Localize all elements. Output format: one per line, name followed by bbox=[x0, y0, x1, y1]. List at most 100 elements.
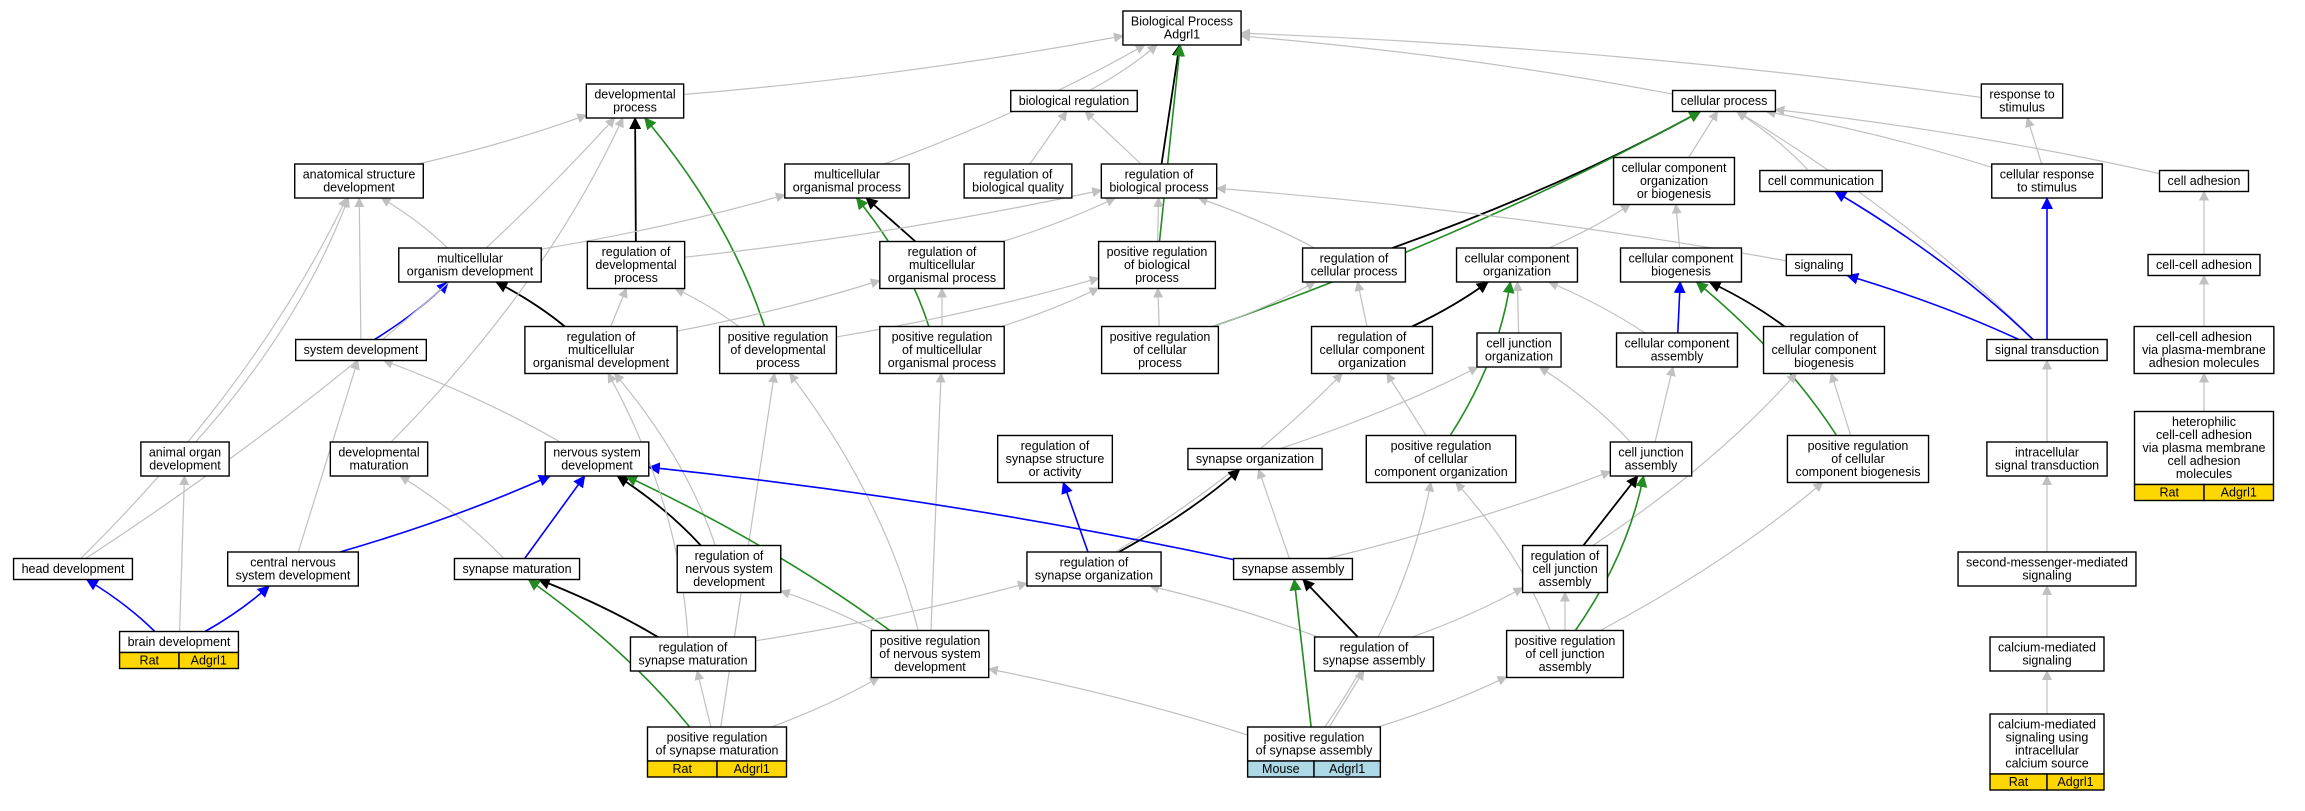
species-label: Rat bbox=[2160, 486, 2180, 500]
node-label-line: biogenesis bbox=[1794, 356, 1854, 370]
node-label-line: system development bbox=[236, 569, 351, 583]
node-label-line: regulation of bbox=[567, 330, 636, 344]
edge-is-a bbox=[607, 372, 689, 638]
go-term-node[interactable]: signal transduction bbox=[1986, 338, 2108, 362]
edge-is-a bbox=[382, 358, 561, 443]
node-label-line: assembly bbox=[1539, 660, 1593, 674]
go-term-node[interactable]: cellular process bbox=[1671, 89, 1777, 113]
go-term-node[interactable]: signaling bbox=[1785, 253, 1853, 277]
go-term-node[interactable]: synapse maturation bbox=[453, 557, 581, 581]
go-term-node[interactable]: biological regulation bbox=[1010, 89, 1138, 113]
edge-is-a bbox=[390, 117, 624, 443]
go-term-node[interactable]: system development bbox=[294, 338, 428, 362]
node-box bbox=[2133, 325, 2275, 375]
edge-is-a bbox=[2025, 117, 2043, 165]
go-term-node[interactable]: cell communication bbox=[1759, 169, 1883, 193]
node-box bbox=[1612, 156, 1736, 206]
go-term-node[interactable]: synapse assembly bbox=[1232, 557, 1354, 581]
node-label-line: organismal process bbox=[793, 181, 901, 195]
node-box bbox=[329, 441, 429, 477]
node-label-line: synapse assembly bbox=[1242, 562, 1346, 576]
node-label-line: component organization bbox=[1374, 465, 1507, 479]
go-term-node[interactable]: cell-cell adhesion bbox=[2147, 253, 2261, 277]
node-label-line: synapse maturation bbox=[462, 562, 571, 576]
edge-part-of bbox=[1061, 481, 1089, 553]
node-label-line: Adgrl1 bbox=[1164, 28, 1200, 42]
node-label-line: brain development bbox=[128, 635, 231, 649]
node-label-line: cellular component bbox=[1465, 252, 1570, 266]
node-box bbox=[1957, 551, 2137, 587]
go-term-node[interactable]: cell adhesion bbox=[2158, 169, 2250, 193]
node-box bbox=[1609, 441, 1693, 477]
edge-is-a bbox=[1354, 281, 1368, 327]
edge-is-a bbox=[1327, 470, 1612, 560]
edge-is-a bbox=[1455, 481, 1551, 631]
edge-is-a bbox=[694, 670, 712, 728]
node-box bbox=[453, 557, 581, 581]
edge-is-a bbox=[987, 665, 1248, 736]
node-label-line: cell adhesion bbox=[2168, 454, 2241, 468]
node-box bbox=[879, 325, 1005, 375]
node-label-line: development bbox=[894, 660, 966, 674]
node-label-line: nervous system bbox=[685, 562, 773, 576]
node-box bbox=[2158, 169, 2250, 193]
node-box bbox=[1615, 332, 1739, 368]
go-term-node[interactable]: head development bbox=[12, 557, 134, 581]
go-term-node[interactable]: synapse organization bbox=[1187, 447, 1323, 471]
node-label-line: assembly bbox=[1625, 459, 1679, 473]
edge-is-a bbox=[610, 287, 628, 327]
node-label-line: multicellular bbox=[909, 258, 975, 272]
edge-is-a bbox=[1538, 366, 1631, 443]
node-label-line: or biogenesis bbox=[1637, 187, 1711, 201]
edge-is-a bbox=[541, 192, 786, 250]
